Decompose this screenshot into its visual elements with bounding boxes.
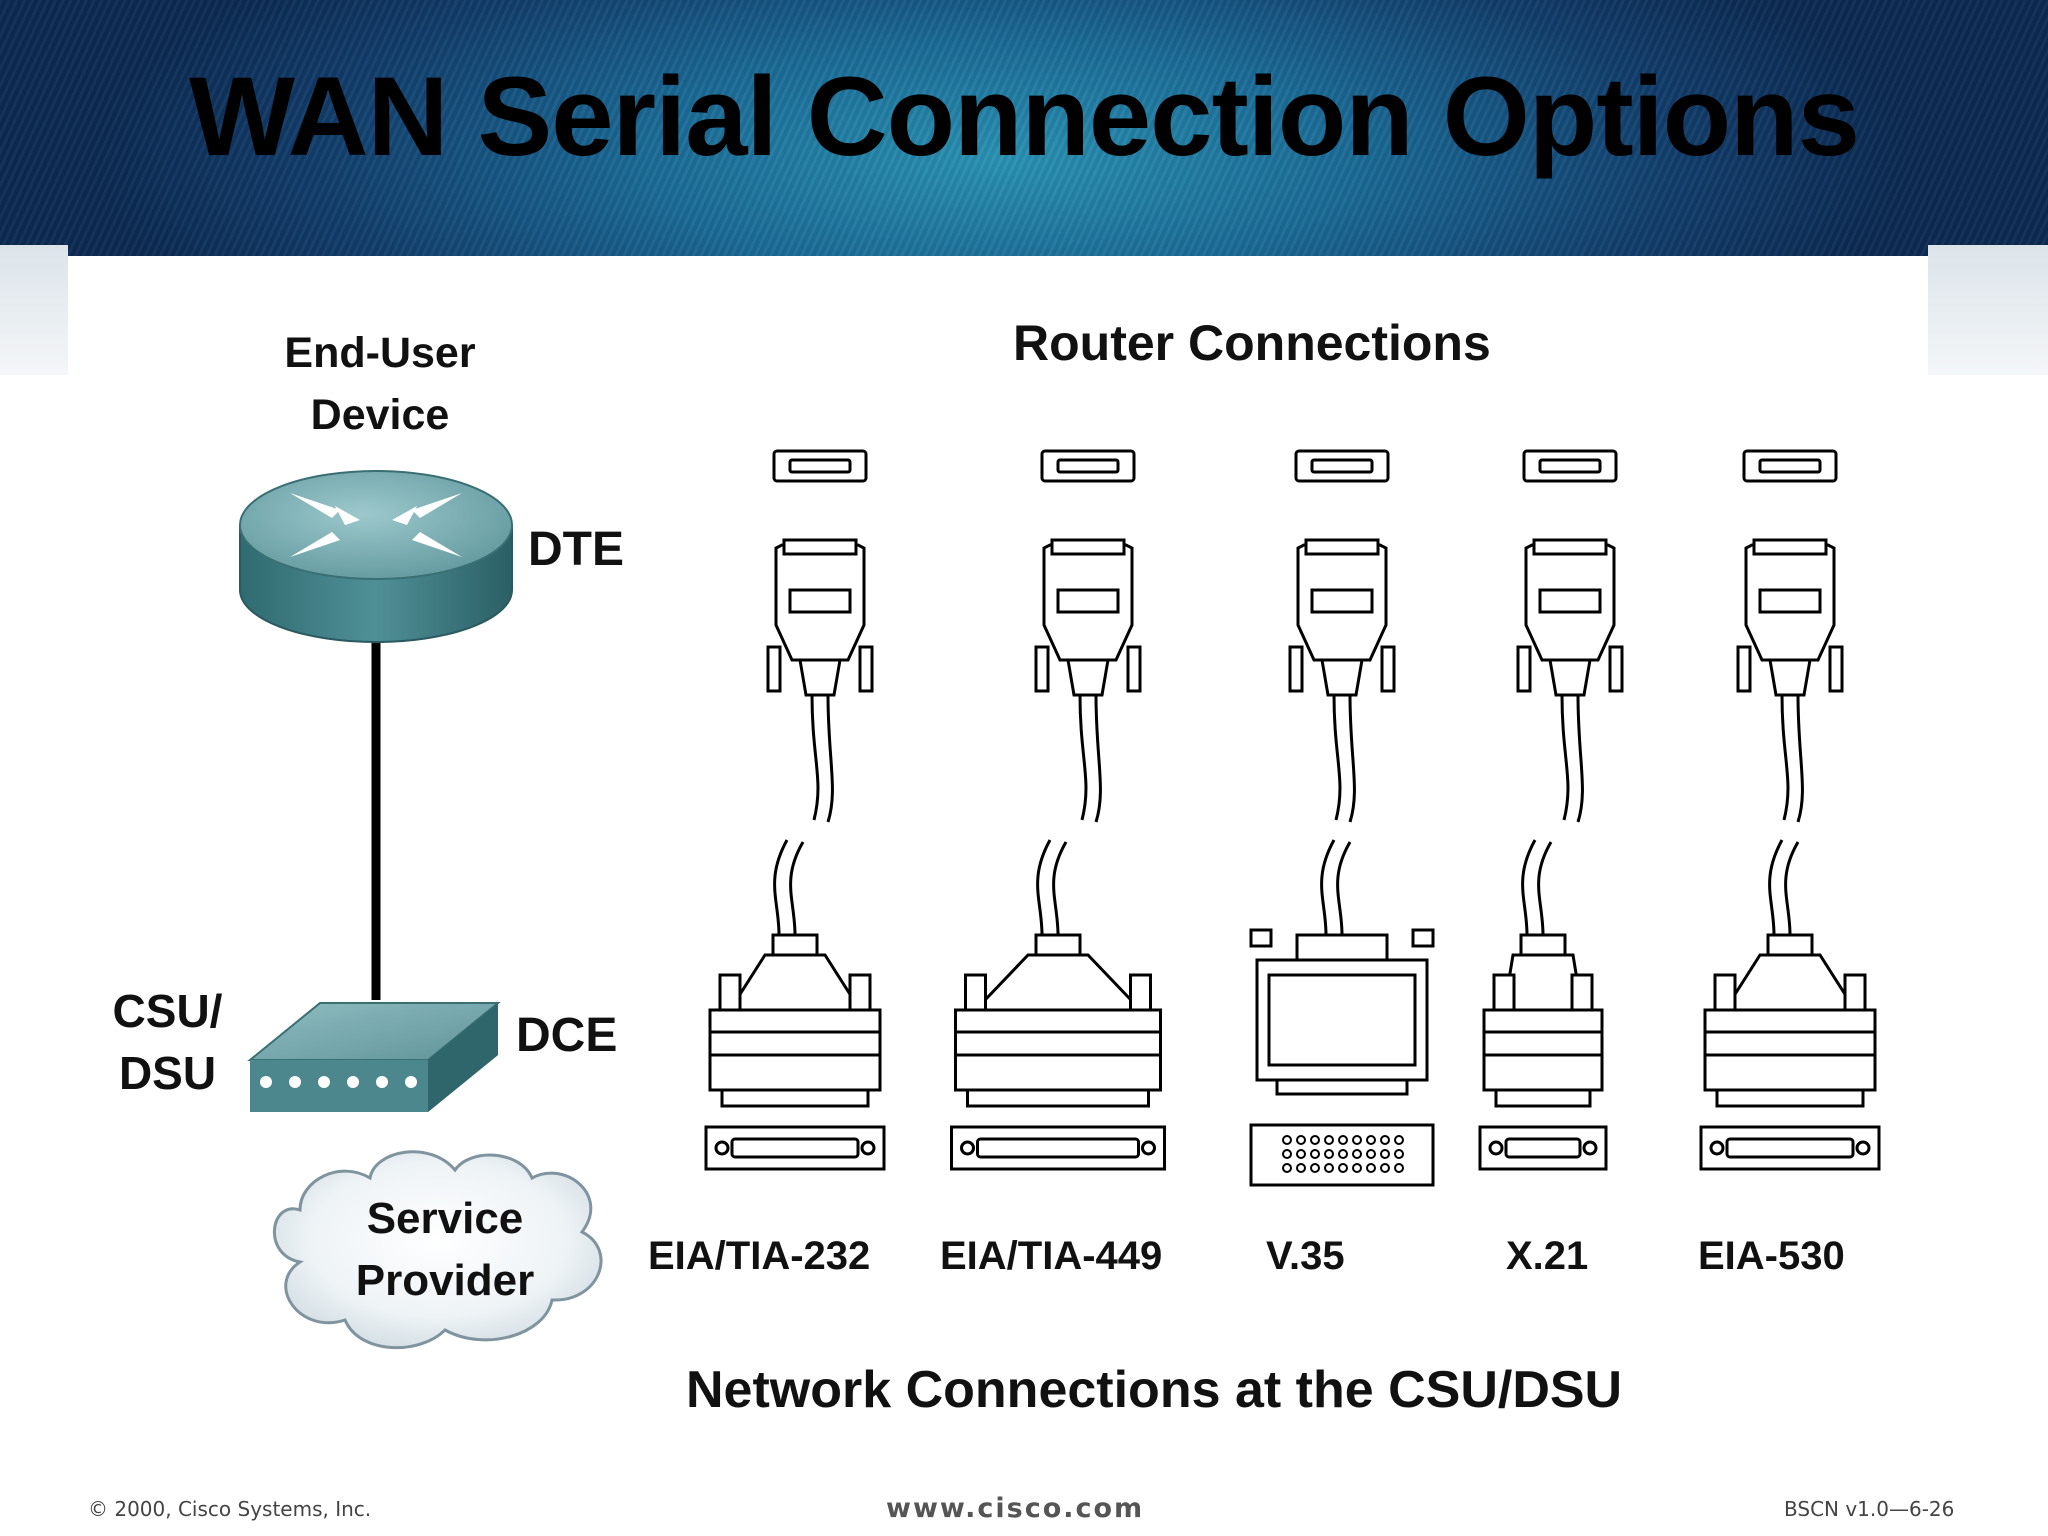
cable-line-b-eia-530 xyxy=(1784,694,1804,936)
router-plug-boot-eia-tia-449 xyxy=(1066,658,1110,697)
network-plug-boot-x-21 xyxy=(1519,933,1567,957)
router-plug-boot-x-21 xyxy=(1548,658,1592,697)
network-plug-screw-left-eia-tia-449 xyxy=(964,973,987,1012)
router-plug-top-v-35 xyxy=(1304,538,1380,556)
router-icon xyxy=(239,470,513,643)
router-plug-window-x-21 xyxy=(1538,588,1602,614)
service-provider-label: Service Provider xyxy=(355,1194,535,1305)
slide-title: WAN Serial Connection Options xyxy=(189,54,1860,179)
router-plug-window-v-35 xyxy=(1310,588,1374,614)
footer-copyright: © 2000, Cisco Systems, Inc. xyxy=(88,1497,372,1521)
router-plug-screw-left-eia-530 xyxy=(1736,645,1752,693)
network-plug-body-x-21 xyxy=(1482,1008,1604,1092)
network-plug-screw-left-eia-530 xyxy=(1713,973,1737,1012)
cable-line-b-x-21 xyxy=(1537,694,1584,936)
router-plug-window-eia-tia-449 xyxy=(1056,588,1120,614)
network-port-slot-eia-tia-232 xyxy=(730,1137,860,1159)
router-plug-boot-v-35 xyxy=(1320,658,1364,697)
network-plug-tip-x-21 xyxy=(1494,1088,1592,1108)
cable-line-a-v-35 xyxy=(1320,694,1342,936)
router-plug-window-eia-530 xyxy=(1758,588,1822,614)
network-plug-tip-eia-tia-232 xyxy=(720,1088,870,1108)
network-plug-boot-eia-tia-449 xyxy=(1034,933,1082,957)
cable-line-b-eia-tia-449 xyxy=(1052,694,1102,936)
network-plug-hood-eia-tia-232 xyxy=(727,953,863,1012)
connector-label-eia-tia-449: EIA/TIA-449 xyxy=(940,1234,1163,1278)
connector-label-x21: X.21 xyxy=(1506,1234,1589,1278)
router-connections-label: Router Connections xyxy=(1013,315,1491,371)
cable-line-a-eia-tia-232 xyxy=(773,694,820,936)
network-port-slot-eia-tia-449 xyxy=(976,1137,1140,1159)
network-plug-latch-left-v-35 xyxy=(1249,928,1273,948)
connector-label-eia-530: EIA-530 xyxy=(1698,1234,1845,1278)
cable-line-a-x-21 xyxy=(1521,694,1570,936)
network-plug-tip-eia-tia-449 xyxy=(966,1088,1150,1108)
cable-line-b-v-35 xyxy=(1336,694,1356,936)
network-plug-face-v-35 xyxy=(1267,973,1417,1067)
right-side-strip xyxy=(1928,245,2048,375)
router-plug-boot-eia-530 xyxy=(1768,658,1812,697)
router-plug-top-eia-tia-449 xyxy=(1050,538,1126,556)
network-plug-tip-eia-530 xyxy=(1715,1088,1865,1108)
end-user-device-label: End-User Device xyxy=(284,329,476,439)
network-plug-body-eia-tia-232 xyxy=(708,1008,882,1092)
service-provider-cloud-icon xyxy=(273,1150,603,1350)
network-plug-pins-v-35 xyxy=(1275,1078,1409,1096)
router-plug-top-eia-tia-232 xyxy=(782,538,858,556)
router-plug-screw-left-eia-tia-232 xyxy=(766,645,782,693)
network-plug-screw-left-x-21 xyxy=(1492,973,1516,1012)
cable-line-b-eia-tia-232 xyxy=(789,694,834,936)
router-plug-screw-right-eia-tia-232 xyxy=(858,645,874,693)
dce-label: DCE xyxy=(516,1009,618,1062)
network-plug-screw-right-eia-tia-449 xyxy=(1129,973,1152,1012)
title-banner xyxy=(0,0,2048,300)
router-plug-screw-right-eia-tia-449 xyxy=(1126,645,1142,693)
network-port-slot-eia-530 xyxy=(1725,1137,1855,1159)
network-plug-screw-left-eia-tia-232 xyxy=(718,973,742,1012)
footer-course-id: BSCN v1.0—6-26 xyxy=(1784,1497,1955,1521)
router-port-slot-eia-tia-232 xyxy=(788,458,852,474)
router-plug-top-eia-530 xyxy=(1752,538,1828,556)
router-plug-screw-left-v-35 xyxy=(1288,645,1304,693)
connector-label-eia-tia-232: EIA/TIA-232 xyxy=(648,1234,871,1278)
connector-label-v35: V.35 xyxy=(1266,1234,1345,1278)
router-port-slot-x-21 xyxy=(1538,458,1602,474)
network-plug-boot-eia-tia-232 xyxy=(771,933,819,957)
router-connection-cables xyxy=(704,449,1881,1187)
router-port-slot-eia-530 xyxy=(1758,458,1822,474)
router-port-slot-v-35 xyxy=(1310,458,1374,474)
network-plug-screw-right-x-21 xyxy=(1570,973,1594,1012)
network-plug-body-eia-tia-449 xyxy=(954,1008,1162,1092)
network-plug-hood-x-21 xyxy=(1502,953,1584,1012)
footer-url[interactable]: www.cisco.com xyxy=(886,1493,1145,1524)
left-side-strip xyxy=(0,245,68,375)
router-plug-boot-eia-tia-232 xyxy=(798,658,842,697)
router-plug-screw-right-v-35 xyxy=(1380,645,1396,693)
network-plug-boot-eia-530 xyxy=(1766,933,1814,957)
network-plug-screw-right-eia-tia-232 xyxy=(848,973,872,1012)
cable-line-a-eia-530 xyxy=(1768,694,1790,936)
router-plug-top-x-21 xyxy=(1532,538,1608,556)
network-connections-label: Network Connections at the CSU/DSU xyxy=(686,1361,1623,1419)
router-plug-screw-right-x-21 xyxy=(1608,645,1624,693)
dte-label: DTE xyxy=(528,523,624,576)
network-port-slot-x-21 xyxy=(1504,1137,1582,1159)
router-plug-screw-left-x-21 xyxy=(1516,645,1532,693)
csu-dsu-icon xyxy=(247,1002,501,1112)
router-plug-screw-left-eia-tia-449 xyxy=(1034,645,1050,693)
cable-line-a-eia-tia-449 xyxy=(1036,694,1088,936)
network-plug-body-eia-530 xyxy=(1703,1008,1877,1092)
network-plug-screw-right-eia-530 xyxy=(1843,973,1867,1012)
router-port-slot-eia-tia-449 xyxy=(1056,458,1120,474)
network-plug-hood-eia-tia-449 xyxy=(971,953,1145,1012)
network-plug-latch-right-v-35 xyxy=(1411,928,1435,948)
router-plug-window-eia-tia-232 xyxy=(788,588,852,614)
csu-dsu-label: CSU/ DSU xyxy=(112,985,223,1099)
router-plug-screw-right-eia-530 xyxy=(1828,645,1844,693)
network-plug-hood-eia-530 xyxy=(1722,953,1858,1012)
